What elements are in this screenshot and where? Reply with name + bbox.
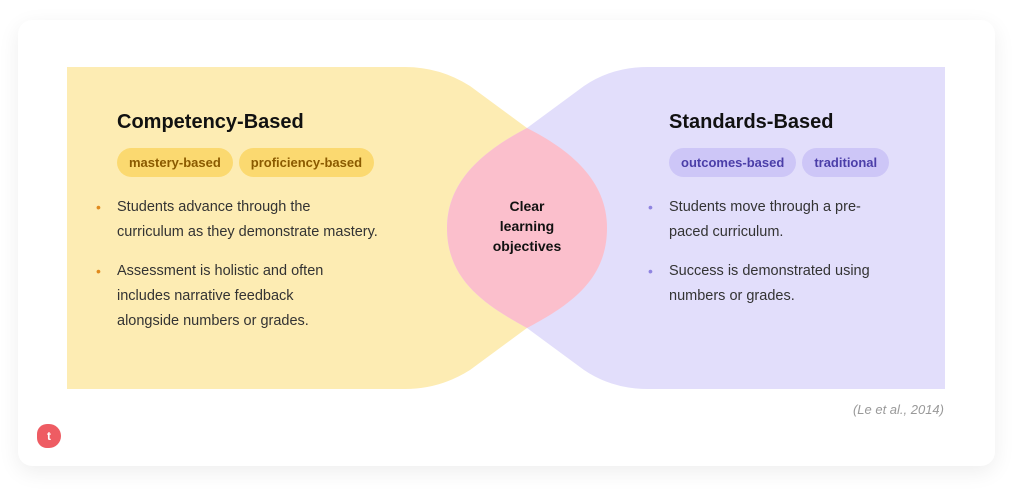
bullet-icon: • — [96, 263, 101, 279]
overlap-shape — [447, 128, 607, 328]
standards-column: Standards-Based outcomes-based tradition… — [648, 108, 890, 323]
brand-logo-icon: t — [37, 424, 61, 448]
bullet-text: Students move through a pre- — [669, 199, 861, 215]
tag-proficiency-based: proficiency-based — [238, 148, 375, 177]
competency-column: Competency-Based mastery-based proficien… — [96, 108, 378, 348]
bullet-text: alongside numbers or grades. — [117, 313, 309, 329]
bullet-text: includes narrative feedback — [117, 288, 294, 304]
bullet-icon: • — [96, 199, 101, 215]
tag-traditional: traditional — [802, 148, 890, 177]
bullet-text: curriculum as they demonstrate mastery. — [117, 224, 378, 240]
list-item: • Assessment is holistic and often inclu… — [96, 259, 378, 334]
bullet-icon: • — [648, 263, 653, 279]
list-item: • Students move through a pre- paced cur… — [648, 195, 889, 245]
overlap-text: objectives — [492, 238, 562, 254]
citation: (Le et al., 2014) — [852, 402, 944, 417]
list-item: • Students advance through the curriculu… — [96, 195, 378, 245]
bullet-text: numbers or grades. — [669, 288, 795, 304]
competency-title: Competency-Based — [117, 111, 304, 133]
bullet-text: Students advance through the — [117, 199, 311, 215]
tag-outcomes-based: outcomes-based — [669, 148, 797, 177]
bullet-text: Success is demonstrated using — [669, 263, 870, 279]
bullet-text: Assessment is holistic and often — [117, 263, 324, 279]
competency-shape — [67, 67, 607, 389]
overlap-text: Clear — [509, 198, 545, 214]
overlap-label: Clear learning objectives — [467, 196, 587, 256]
bullet-text: paced curriculum. — [669, 224, 784, 240]
standards-title: Standards-Based — [669, 111, 834, 133]
tag-mastery-based: mastery-based — [117, 148, 233, 177]
standards-shape — [447, 67, 945, 389]
list-item: • Success is demonstrated using numbers … — [648, 259, 889, 309]
bullet-icon: • — [648, 199, 653, 215]
overlap-text: learning — [499, 218, 555, 234]
